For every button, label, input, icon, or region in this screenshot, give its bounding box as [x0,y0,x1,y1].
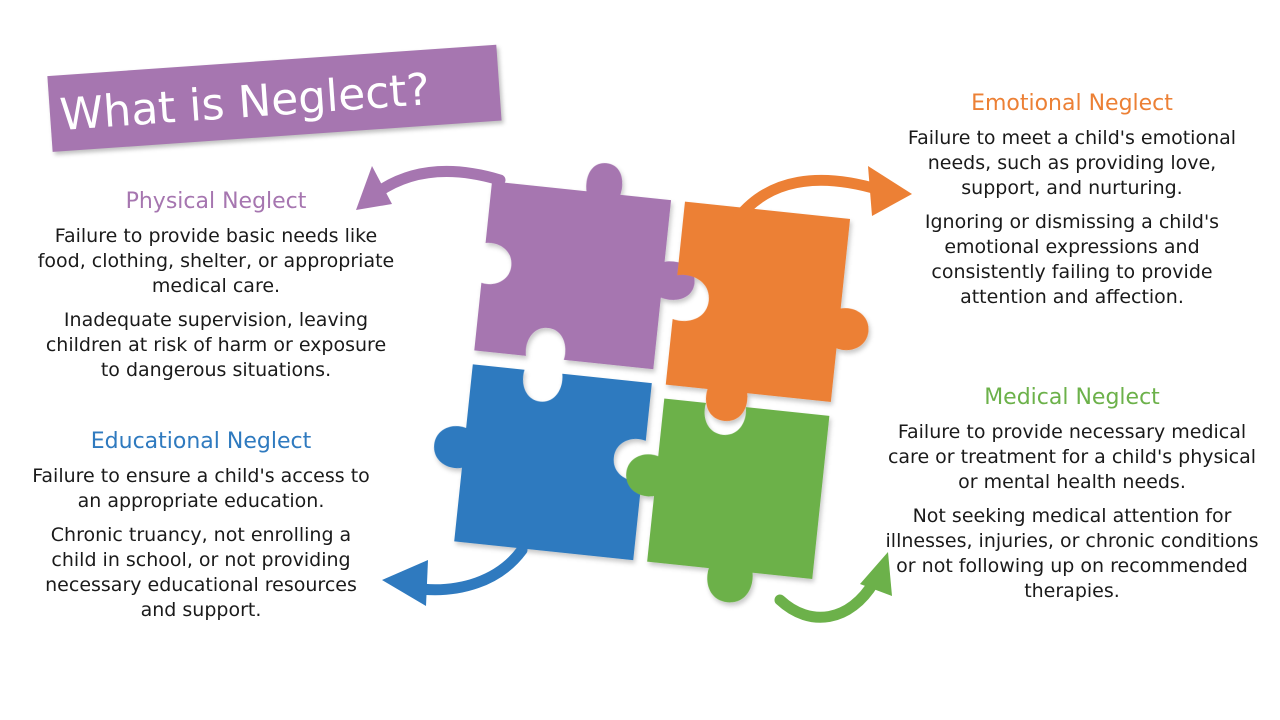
section-paragraph: Failure to provide basic needs like food… [37,225,395,297]
puzzle-piece-orange-icon [665,201,869,421]
section-paragraph: Failure to ensure a child's access to an… [32,465,370,512]
section-heading: Educational Neglect [90,429,312,454]
section-heading: Emotional Neglect [971,91,1173,116]
arrow-medical-icon [774,552,892,623]
section-paragraph: Failure to provide necessary medical car… [887,421,1257,493]
section-paragraph: Chronic truancy, not enrolling a child i… [45,524,357,621]
arrow-emotional-icon [732,166,912,224]
puzzle-piece-purple-icon [474,163,695,370]
section-paragraph: Not seeking medical attention for illnes… [885,505,1259,602]
puzzle-piece-blue-icon [434,364,652,561]
section-medical-neglect: Medical Neglect Failure to provide neces… [884,384,1260,613]
arrow-educational-icon [382,544,528,606]
section-paragraph: Ignoring or dismissing a child's emotion… [924,211,1220,308]
section-paragraph: Inadequate supervision, leaving children… [45,309,387,381]
section-physical-neglect: Physical Neglect Failure to provide basi… [36,188,396,392]
section-paragraph: Failure to meet a child's emotional need… [907,127,1237,199]
section-heading: Physical Neglect [125,189,307,214]
arrow-physical-icon [356,165,506,210]
section-emotional-neglect: Emotional Neglect Failure to meet a chil… [886,90,1258,319]
section-educational-neglect: Educational Neglect Failure to ensure a … [26,428,376,632]
section-heading: Medical Neglect [984,385,1160,410]
puzzle-piece-green-icon [626,398,830,603]
